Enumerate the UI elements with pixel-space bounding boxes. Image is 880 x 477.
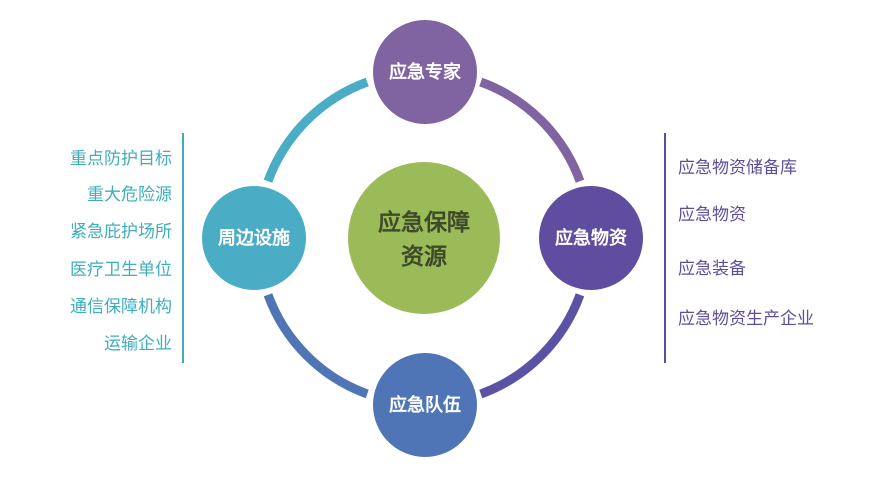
node-experts-label: 应急专家 bbox=[389, 61, 462, 83]
facilities-list-item[interactable]: 重大危险源 bbox=[87, 185, 172, 205]
ring-arc-top-right bbox=[479, 77, 585, 183]
node-teams-label: 应急队伍 bbox=[389, 394, 461, 416]
facilities-list-item[interactable]: 医疗卫生单位 bbox=[70, 260, 172, 280]
center-node: 应急保障 资源 bbox=[348, 162, 500, 314]
node-facilities-circle[interactable] bbox=[202, 186, 306, 290]
supplies-list-item[interactable]: 应急物资生产企业 bbox=[678, 309, 814, 329]
facilities-list-item[interactable]: 紧急庇护场所 bbox=[70, 222, 172, 242]
ring-arc-right-bottom bbox=[479, 293, 585, 399]
node-facilities-label: 周边设施 bbox=[218, 227, 290, 249]
supplies-list-item[interactable]: 应急物资储备库 bbox=[678, 158, 797, 178]
ring-arc-bottom-left bbox=[263, 293, 369, 399]
facilities-list-item[interactable]: 运输企业 bbox=[104, 334, 172, 354]
ring bbox=[263, 77, 585, 399]
node-experts-circle[interactable] bbox=[373, 20, 477, 124]
node-experts[interactable]: 应急专家 bbox=[373, 20, 477, 124]
node-teams-circle[interactable] bbox=[373, 353, 477, 457]
supplies-list-item[interactable]: 应急物资 bbox=[678, 205, 746, 225]
center-label-line1: 应急保障 bbox=[378, 209, 470, 236]
node-supplies-circle[interactable] bbox=[539, 186, 643, 290]
facilities-list: 重点防护目标 重大危险源 紧急庇护场所 医疗卫生单位 通信保障机构 运输企业 bbox=[0, 0, 172, 477]
left-list-bracket bbox=[182, 133, 184, 363]
node-teams[interactable]: 应急队伍 bbox=[373, 353, 477, 457]
node-facilities[interactable]: 周边设施 bbox=[202, 186, 306, 290]
node-supplies-label: 应急物资 bbox=[555, 227, 627, 249]
supplies-list: 应急物资储备库 应急物资 应急装备 应急物资生产企业 bbox=[678, 0, 878, 477]
facilities-list-item[interactable]: 重点防护目标 bbox=[70, 149, 172, 169]
right-list-bracket bbox=[664, 133, 666, 363]
supplies-list-item[interactable]: 应急装备 bbox=[678, 259, 746, 279]
node-supplies[interactable]: 应急物资 bbox=[539, 186, 643, 290]
center-label-line2: 资源 bbox=[401, 244, 447, 270]
center-circle bbox=[348, 162, 500, 314]
facilities-list-item[interactable]: 通信保障机构 bbox=[70, 297, 172, 317]
ring-arc-left-top bbox=[263, 77, 369, 183]
